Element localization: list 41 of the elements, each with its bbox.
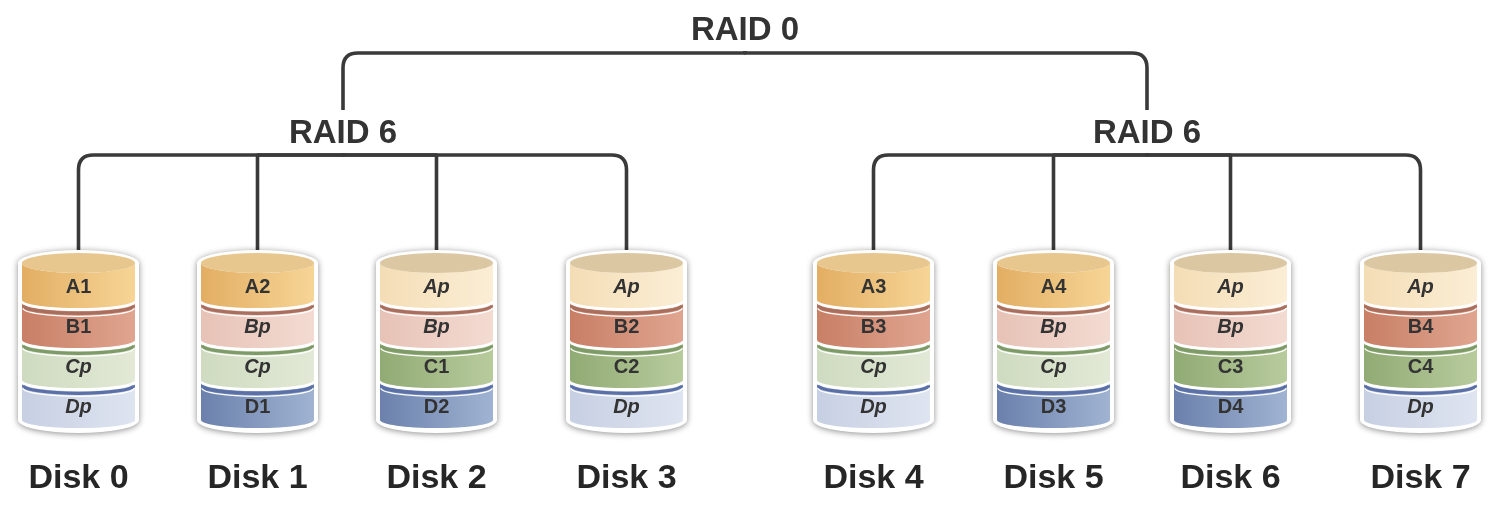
parity-block: Bp bbox=[1174, 303, 1287, 348]
disk-label: Disk 5 bbox=[1003, 456, 1104, 497]
data-block: C4 bbox=[1364, 343, 1477, 388]
connector-line bbox=[341, 151, 629, 250]
raid-level-label: RAID 0 bbox=[690, 6, 800, 51]
connector-line bbox=[1051, 152, 1149, 250]
disk-label: Disk 3 bbox=[576, 456, 677, 497]
data-block: B3 bbox=[817, 303, 930, 348]
disk-label: Disk 7 bbox=[1370, 456, 1471, 497]
data-block: D3 bbox=[997, 383, 1110, 428]
data-block: D1 bbox=[201, 383, 314, 428]
connector-line bbox=[1145, 151, 1423, 250]
connector-line bbox=[341, 49, 747, 110]
disk-label: Disk 6 bbox=[1180, 456, 1281, 497]
parity-block: Cp bbox=[22, 343, 135, 388]
parity-block: Dp bbox=[570, 383, 683, 428]
data-block: B1 bbox=[22, 303, 135, 348]
parity-block: Cp bbox=[201, 343, 314, 388]
parity-block: Cp bbox=[997, 343, 1110, 388]
data-block: C3 bbox=[1174, 343, 1287, 388]
parity-block: Dp bbox=[817, 383, 930, 428]
data-block: D4 bbox=[1174, 383, 1287, 428]
disk-label: Disk 4 bbox=[823, 456, 924, 497]
data-block: C2 bbox=[570, 343, 683, 388]
data-block: B4 bbox=[1364, 303, 1477, 348]
connector-line bbox=[743, 49, 1149, 110]
parity-block: Bp bbox=[380, 303, 493, 348]
disk-label: Disk 0 bbox=[28, 456, 129, 497]
parity-block: Dp bbox=[1364, 383, 1477, 428]
parity-block: Dp bbox=[22, 383, 135, 428]
disk-label: Disk 1 bbox=[207, 456, 308, 497]
raid-level-label: RAID 6 bbox=[288, 110, 398, 153]
raid-level-label: RAID 6 bbox=[1092, 110, 1202, 153]
data-block: B2 bbox=[570, 303, 683, 348]
parity-block: Cp bbox=[817, 343, 930, 388]
parity-block: Bp bbox=[201, 303, 314, 348]
connector-line bbox=[255, 152, 345, 250]
disk-label: Disk 2 bbox=[386, 456, 487, 497]
data-block: C1 bbox=[380, 343, 493, 388]
parity-block: Bp bbox=[997, 303, 1110, 348]
data-block: D2 bbox=[380, 383, 493, 428]
